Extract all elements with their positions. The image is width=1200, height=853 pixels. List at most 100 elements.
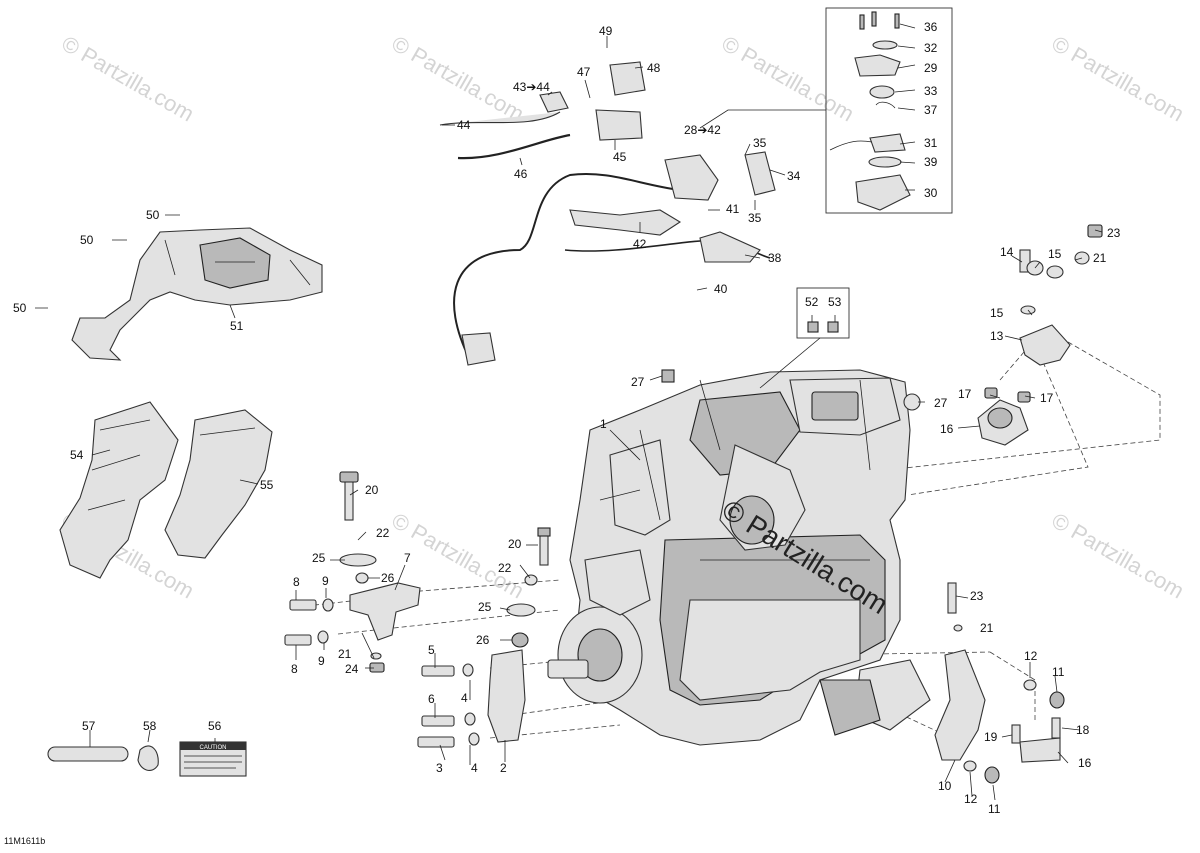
callout: 4 — [471, 761, 478, 775]
diagram-code: 11M1611b — [4, 836, 45, 846]
callout: 53 — [828, 295, 842, 309]
callout: 24 — [345, 662, 359, 676]
callout: 45 — [613, 150, 627, 164]
callout: 11 — [988, 802, 1001, 816]
watermark: © Partzilla.com — [58, 31, 199, 127]
callout: 2 — [500, 761, 507, 775]
callout: 38 — [768, 251, 782, 265]
callout: 21 — [338, 647, 352, 661]
callout: 9 — [318, 654, 325, 668]
callout: 7 — [404, 551, 411, 565]
callout: 26 — [476, 633, 490, 647]
callout: 33 — [924, 84, 938, 98]
callout: 14 — [1000, 245, 1014, 259]
callout: 43➔44 — [513, 80, 550, 94]
loose-parts: CAUTION — [47, 741, 247, 777]
callout: 23 — [1107, 226, 1121, 240]
callout: 15 — [1048, 247, 1062, 261]
callout: 26 — [381, 571, 395, 585]
callout: 27 — [934, 396, 948, 410]
callout: 30 — [924, 186, 938, 200]
callout: 51 — [230, 319, 244, 333]
leader-lines — [35, 23, 1103, 801]
callout: 39 — [924, 155, 938, 169]
callout: 20 — [508, 537, 522, 551]
callout: 54 — [70, 448, 84, 462]
callout: 44 — [457, 118, 471, 132]
callout: 27 — [631, 375, 645, 389]
callout: 48 — [647, 61, 661, 75]
mount-bracket-2 — [417, 527, 551, 748]
right-mount-parts — [934, 224, 1103, 784]
callout: 20 — [365, 483, 379, 497]
callout: 21 — [1093, 251, 1107, 265]
callout: 25 — [312, 551, 326, 565]
callout: 16 — [940, 422, 954, 436]
callout: 4 — [461, 691, 468, 705]
callout: 56 — [208, 719, 222, 733]
callout: 13 — [990, 329, 1004, 343]
heat-shield-55 — [164, 409, 273, 559]
callout: 58 — [143, 719, 157, 733]
callout: 52 — [805, 295, 819, 309]
bolts-left — [284, 572, 385, 673]
callout: 15 — [990, 306, 1004, 320]
callout: 6 — [428, 692, 435, 706]
callout: 18 — [1076, 723, 1090, 737]
callout: 12 — [1024, 649, 1038, 663]
callout: 22 — [498, 561, 512, 575]
callout: 17 — [1040, 391, 1054, 405]
callout: 9 — [322, 574, 329, 588]
watermark: © Partzilla.com — [1048, 508, 1189, 604]
inset-52-53 — [796, 287, 850, 339]
callout: 40 — [714, 282, 728, 296]
callout: 50 — [146, 208, 160, 222]
callout: 8 — [291, 662, 298, 676]
callout: 46 — [514, 167, 528, 181]
callout: 21 — [980, 621, 994, 635]
callout: 55 — [260, 478, 274, 492]
callout: 10 — [938, 779, 952, 793]
callout: 5 — [428, 643, 435, 657]
callout: 12 — [964, 792, 978, 806]
callout: 8 — [293, 575, 300, 589]
callout: 17 — [958, 387, 972, 401]
callout: 42 — [633, 237, 647, 251]
callout: 32 — [924, 41, 938, 55]
watermark: © Partzilla.com — [718, 31, 859, 127]
inset-leader — [759, 337, 821, 389]
callout: 50 — [80, 233, 94, 247]
watermark: © Partzilla.com — [388, 31, 529, 127]
callout: 34 — [787, 169, 801, 183]
callout: 47 — [577, 65, 591, 79]
engine-assembly — [547, 369, 931, 746]
callout: 57 — [82, 719, 96, 733]
callout: 49 — [599, 24, 613, 38]
caution-label-text: CAUTION — [200, 745, 227, 751]
callout: 19 — [984, 730, 998, 744]
wiring-and-sensors — [439, 61, 921, 411]
callouts: 1 2 3 4 4 5 6 7 8 8 9 9 10 11 11 12 12 1… — [4, 20, 1121, 846]
bracket-51 — [71, 227, 323, 361]
callout: 22 — [376, 526, 390, 540]
callout: 35 — [753, 136, 767, 150]
callout: 25 — [478, 600, 492, 614]
callout: 16 — [1078, 756, 1092, 770]
detail-inset — [825, 7, 953, 214]
callout: 11 — [1052, 665, 1065, 679]
callout: 35 — [748, 211, 762, 225]
callout: 36 — [924, 20, 938, 34]
callout: 31 — [924, 136, 938, 150]
engine-mount-bracket-7 — [339, 471, 421, 641]
callout: 23 — [970, 589, 984, 603]
callout: 28➔42 — [684, 123, 721, 137]
heat-shield-54 — [59, 401, 179, 579]
callout: 37 — [924, 103, 938, 117]
watermark: © Partzilla.com — [1048, 31, 1189, 127]
callout: 41 — [726, 202, 740, 216]
callout: 3 — [436, 761, 443, 775]
callout: 50 — [13, 301, 27, 315]
callout: 1 — [600, 417, 607, 431]
callout: 29 — [924, 61, 938, 75]
